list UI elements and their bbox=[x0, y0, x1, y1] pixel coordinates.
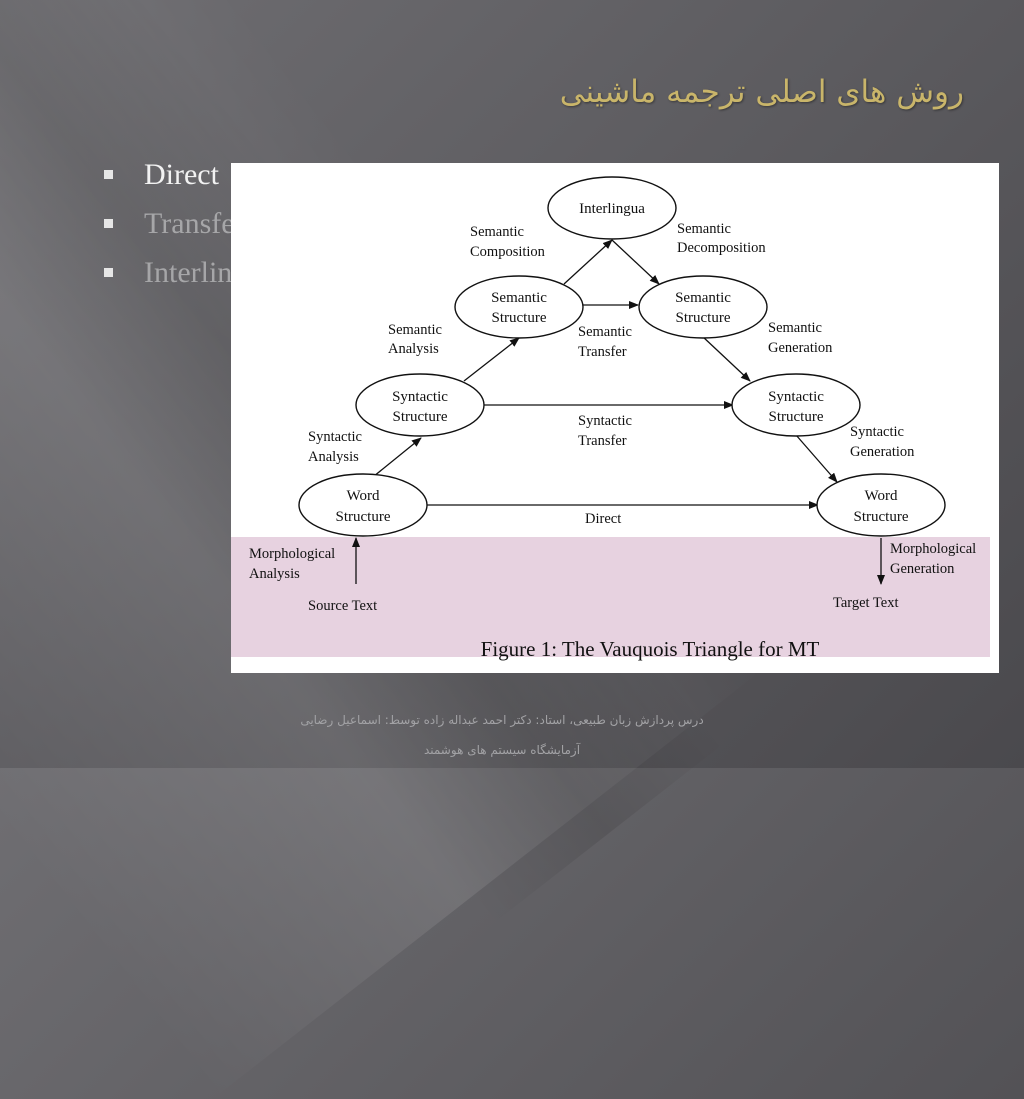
bullet-item-direct: Direct bbox=[104, 150, 284, 199]
node-label: Word bbox=[865, 488, 898, 504]
edge-label: Morphological bbox=[249, 546, 335, 562]
node-label: Semantic bbox=[491, 290, 547, 306]
edge-label: Analysis bbox=[249, 566, 300, 582]
bullet-label: Direct bbox=[144, 157, 219, 191]
node-label: Structure bbox=[492, 310, 547, 326]
node-interlingua bbox=[547, 176, 677, 240]
edge-label: Syntactic bbox=[578, 413, 632, 429]
vauquois-triangle-diagram: Interlingua Semantic Structure Semantic … bbox=[249, 176, 976, 661]
node-label: Word bbox=[347, 488, 380, 504]
node-semantic-structure-target bbox=[638, 275, 768, 339]
arrow-semantic-generation bbox=[701, 335, 751, 382]
footer-lab-line: آزمایشگاه سیستم های هوشمند bbox=[423, 743, 581, 757]
edge-label: Syntactic bbox=[308, 429, 362, 445]
figure-caption: Figure 1: The Vauquois Triangle for MT bbox=[481, 637, 820, 661]
morphology-band bbox=[231, 537, 990, 657]
edge-label: Analysis bbox=[388, 341, 439, 357]
edge-label: Semantic bbox=[768, 320, 822, 336]
node-syntactic-structure-source bbox=[355, 373, 485, 437]
edge-label: Transfer bbox=[578, 344, 627, 360]
arrow-semantic-composition bbox=[563, 239, 613, 285]
node-syntactic-structure-target bbox=[731, 373, 861, 437]
edge-label: Semantic bbox=[677, 221, 731, 237]
node-semantic-structure-source bbox=[454, 275, 584, 339]
vauquois-figure: Interlingua Semantic Structure Semantic … bbox=[231, 163, 999, 673]
node-label: Structure bbox=[393, 409, 448, 425]
node-label: Structure bbox=[336, 509, 391, 525]
edge-label: Analysis bbox=[308, 449, 359, 465]
node-label: Syntactic bbox=[392, 389, 448, 405]
edge-label: Direct bbox=[585, 511, 621, 527]
square-bullet-icon bbox=[104, 219, 113, 228]
edge-label: Decomposition bbox=[677, 240, 766, 256]
edge-label: Morphological bbox=[890, 541, 976, 557]
edge-label: Semantic bbox=[470, 224, 524, 240]
edge-label: Semantic bbox=[578, 324, 632, 340]
node-label: Semantic bbox=[675, 290, 731, 306]
square-bullet-icon bbox=[104, 268, 113, 277]
edge-label: Semantic bbox=[388, 322, 442, 338]
node-label: Structure bbox=[676, 310, 731, 326]
arrow-semantic-decomposition bbox=[611, 239, 660, 285]
arrow-syntactic-generation bbox=[795, 434, 838, 483]
diagram-arrows bbox=[352, 239, 885, 585]
edge-label: Generation bbox=[850, 444, 915, 460]
bullet-label: Transfer bbox=[144, 206, 245, 240]
node-word-structure-source bbox=[298, 473, 428, 537]
footer-course-line: درس پردازش زبان طبیعی، استاد: دکتر احمد … bbox=[300, 713, 704, 727]
node-label: Structure bbox=[769, 409, 824, 425]
target-text-label: Target Text bbox=[833, 595, 898, 611]
node-label: Interlingua bbox=[579, 201, 645, 217]
edge-label: Transfer bbox=[578, 433, 627, 449]
bullet-item-transfer: Transfer bbox=[104, 199, 284, 248]
slide-title: روش های اصلی ترجمه ماشینی bbox=[559, 74, 964, 110]
node-label: Syntactic bbox=[768, 389, 824, 405]
source-text-label: Source Text bbox=[308, 598, 377, 614]
node-word-structure-target bbox=[816, 473, 946, 537]
edge-label: Composition bbox=[470, 244, 546, 260]
square-bullet-icon bbox=[104, 170, 113, 179]
edge-label: Generation bbox=[768, 340, 833, 356]
edge-label: Generation bbox=[890, 561, 955, 577]
arrow-semantic-analysis bbox=[463, 337, 520, 382]
edge-label: Syntactic bbox=[850, 424, 904, 440]
node-label: Structure bbox=[854, 509, 909, 525]
